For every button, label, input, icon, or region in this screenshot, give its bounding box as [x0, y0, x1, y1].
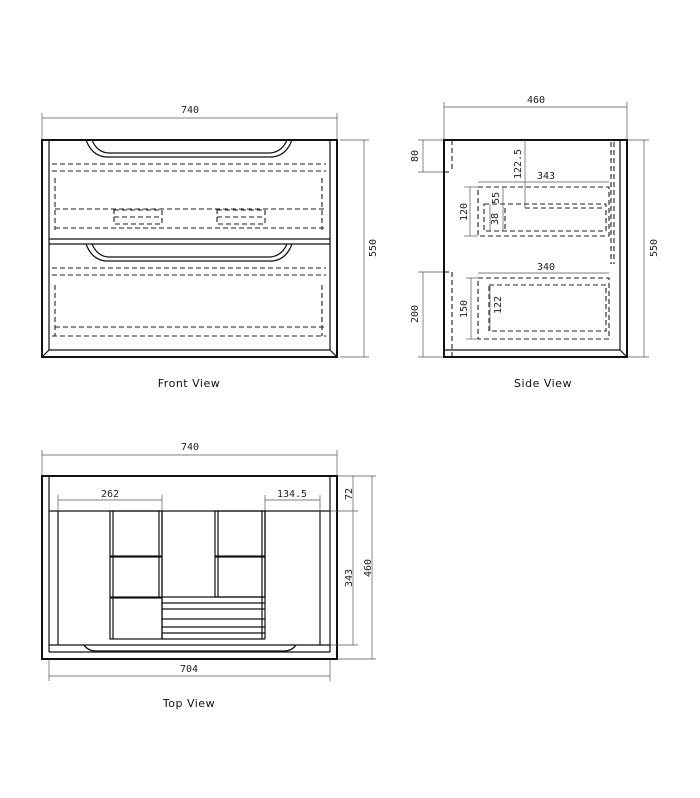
side-depth-dimension: 460: [443, 95, 628, 140]
top-front-gap-dimension: 72: [330, 475, 358, 512]
side-upper-drawer: 120 343 38 55 122.5: [459, 140, 610, 237]
front-height-dimension: 550: [340, 139, 379, 358]
top-cabinet-outline: [41, 475, 338, 660]
top-inner-width-dimension: 704: [48, 659, 331, 681]
top-view-caption: Top View: [162, 697, 215, 710]
side-top-gap-dimension: 80: [410, 139, 444, 173]
top-inner-depth-dimension: 343: [330, 511, 358, 646]
top-right-offset-dimension: 134.5: [264, 489, 321, 511]
side-inner-122-5-label: 122.5: [513, 149, 524, 179]
side-bottom-height-label: 200: [410, 305, 421, 323]
side-view-caption: Side View: [514, 377, 572, 390]
side-depth-label: 460: [527, 95, 545, 106]
side-inner-55-label: 55: [491, 192, 502, 204]
top-inner-depth-label: 343: [344, 569, 355, 587]
top-width-label: 740: [181, 442, 199, 453]
front-view-caption: Front View: [158, 377, 220, 390]
side-lower-drawer-depth-label: 340: [537, 262, 555, 273]
front-width-dimension: 740: [41, 105, 338, 140]
side-view: 460 550 80 200: [410, 95, 660, 390]
side-inner-38-label: 38: [490, 213, 501, 225]
side-upper-drawer-depth-label: 343: [537, 171, 555, 182]
side-height-label: 550: [649, 239, 660, 257]
side-height-dimension: 550: [628, 139, 660, 358]
side-lower-drawer: 150 340 122: [459, 262, 610, 340]
top-front-gap-label: 72: [344, 488, 355, 500]
top-depth-dimension: 460: [337, 475, 376, 660]
front-width-label: 740: [181, 105, 199, 116]
side-lower-drawer-height-label: 150: [459, 300, 470, 318]
top-left-offset-label: 262: [101, 489, 119, 500]
top-left-offset-dimension: 262: [57, 489, 163, 511]
top-width-dimension: 740: [41, 442, 338, 476]
top-right-offset-label: 134.5: [277, 489, 307, 500]
front-height-label: 550: [368, 239, 379, 257]
front-cabinet-outline: [41, 139, 338, 358]
top-view: 740 262 134.5: [41, 442, 376, 710]
top-inner-width-label: 704: [180, 664, 198, 675]
top-depth-label: 460: [363, 559, 374, 577]
side-lower-inner-label: 122: [493, 296, 504, 314]
front-upper-drawer: [49, 139, 330, 245]
front-lower-drawer: [52, 243, 326, 337]
side-bottom-height-dimension: 200: [410, 271, 444, 358]
side-cabinet-outline: [443, 139, 628, 358]
top-internal-layout: [57, 510, 321, 645]
front-view: 740 550: [41, 105, 379, 390]
side-upper-drawer-height-label: 120: [459, 203, 470, 221]
side-top-gap-label: 80: [410, 150, 421, 162]
